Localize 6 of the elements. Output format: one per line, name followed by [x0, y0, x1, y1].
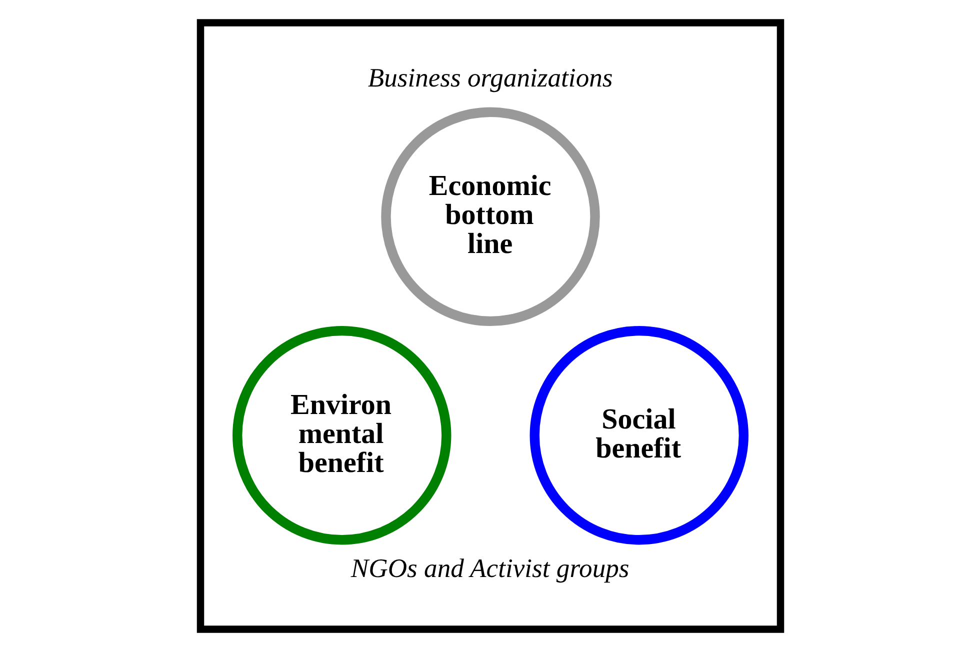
node-circle: Economic bottom line [380, 107, 600, 326]
label: Business organizations [367, 62, 612, 92]
cluster [196, 19, 784, 633]
label: NGOs and Activist groups [350, 552, 629, 583]
node-circle: Social benefit [529, 326, 748, 545]
node-circle: Environ mental benefit [232, 326, 451, 545]
